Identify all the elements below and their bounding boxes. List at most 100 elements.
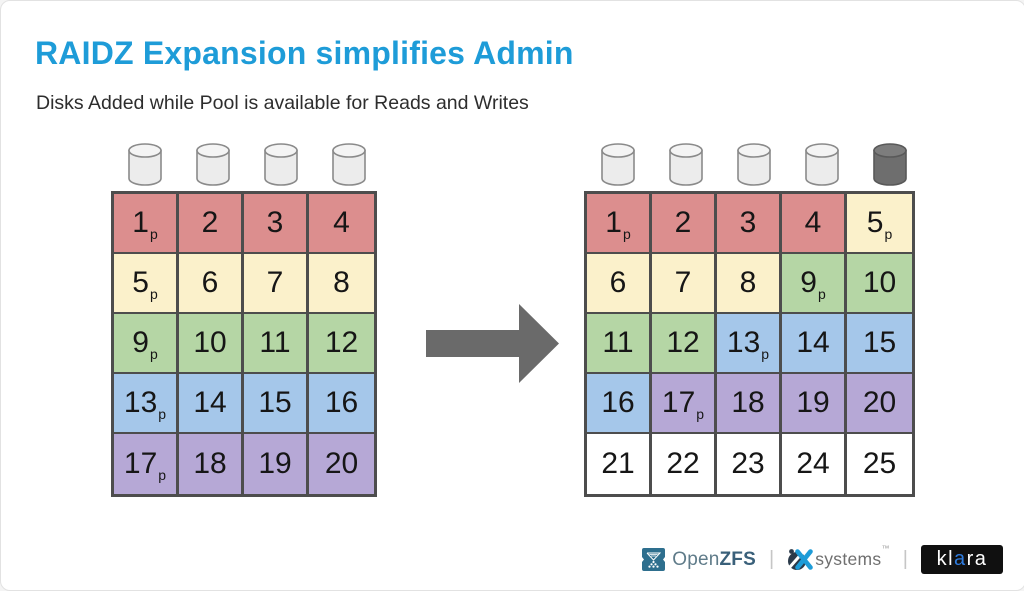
parity-subscript: p — [884, 226, 893, 242]
block-number: 4 — [804, 206, 822, 239]
block-number: 6 — [609, 266, 627, 299]
logo-separator: | — [902, 548, 908, 570]
block-number: 18 — [193, 447, 227, 480]
disk-icon — [196, 143, 230, 186]
after-pool-disks — [584, 142, 924, 187]
block-number: 23 — [731, 447, 765, 480]
block-number: 14 — [193, 386, 227, 419]
block-number: 19 — [796, 386, 830, 419]
block-25: 25 — [847, 434, 912, 494]
block-number: 3 — [739, 206, 757, 239]
block-4: 4 — [309, 194, 374, 254]
block-8: 8 — [309, 254, 374, 314]
block-7: 7 — [652, 254, 717, 314]
block-number: 2 — [201, 206, 219, 239]
block-number: 16 — [324, 386, 359, 419]
block-number: 20 — [862, 386, 897, 419]
block-number: 20 — [324, 447, 359, 480]
disk-icon — [128, 143, 162, 186]
parity-subscript: p — [149, 346, 158, 362]
parity-subscript: p — [149, 286, 158, 302]
block-number: 8 — [739, 266, 757, 299]
page-subtitle: Disks Added while Pool is available for … — [36, 92, 529, 114]
before-pool-disks — [111, 142, 383, 187]
parity-subscript: p — [158, 406, 167, 422]
block-number: 13 — [123, 386, 158, 419]
parity-subscript: p — [817, 286, 826, 302]
block-21: 21 — [587, 434, 652, 494]
block-number: 19 — [258, 447, 292, 480]
parity-subscript: p — [696, 406, 705, 422]
block-16: 16 — [309, 374, 374, 434]
block-number: 22 — [666, 447, 700, 480]
block-4: 4 — [782, 194, 847, 254]
disk-icon — [737, 143, 771, 186]
block-12: 12 — [309, 314, 374, 374]
block-number: 16 — [601, 386, 635, 419]
block-number: 5 — [132, 266, 149, 299]
block-18: 18 — [717, 374, 782, 434]
block-number: 25 — [862, 447, 897, 480]
disk-icon — [805, 143, 839, 186]
ix-icon — [788, 549, 814, 570]
block-number: 1 — [605, 206, 622, 239]
block-number: 8 — [333, 266, 350, 299]
block-number: 15 — [258, 386, 292, 419]
block-8: 8 — [717, 254, 782, 314]
block-number: 5 — [866, 206, 884, 239]
block-6: 6 — [179, 254, 244, 314]
block-number: 1 — [132, 206, 149, 239]
disk-icon — [264, 143, 298, 186]
block-number: 9 — [800, 266, 817, 299]
block-number: 11 — [602, 326, 634, 359]
block-number: 4 — [333, 206, 350, 239]
block-19: 19 — [782, 374, 847, 434]
block-number: 10 — [193, 326, 227, 359]
block-20: 20 — [847, 374, 912, 434]
block-number: 2 — [674, 206, 692, 239]
block-number: 7 — [674, 266, 692, 299]
block-18: 18 — [179, 434, 244, 494]
block-7: 7 — [244, 254, 309, 314]
block-6: 6 — [587, 254, 652, 314]
block-11: 11 — [244, 314, 309, 374]
block-number: 24 — [796, 447, 830, 480]
block-3: 3 — [244, 194, 309, 254]
logo-separator: | — [769, 548, 775, 570]
block-14: 14 — [179, 374, 244, 434]
ixsystems-wordmark: systems™ — [815, 544, 890, 569]
block-20: 20 — [309, 434, 374, 494]
block-number: 12 — [324, 326, 359, 359]
block-number: 7 — [266, 266, 284, 299]
block-15: 15 — [847, 314, 912, 374]
block-number: 10 — [862, 266, 897, 299]
new-disk-icon — [873, 143, 907, 186]
parity-subscript: p — [761, 346, 770, 362]
block-number: 13 — [726, 326, 761, 359]
block-number: 15 — [862, 326, 897, 359]
parity-subscript: p — [158, 467, 167, 483]
openzfs-icon — [642, 548, 666, 571]
block-number: 9 — [132, 326, 149, 359]
block-19: 19 — [244, 434, 309, 494]
block-11: 11 — [587, 314, 652, 374]
block-24: 24 — [782, 434, 847, 494]
block-number: 14 — [796, 326, 830, 359]
parity-subscript: p — [149, 226, 158, 242]
block-23: 23 — [717, 434, 782, 494]
page-title: RAIDZ Expansion simplifies Admin — [35, 35, 574, 71]
block-number: 17 — [661, 386, 696, 419]
block-15: 15 — [244, 374, 309, 434]
block-number: 12 — [666, 326, 700, 359]
